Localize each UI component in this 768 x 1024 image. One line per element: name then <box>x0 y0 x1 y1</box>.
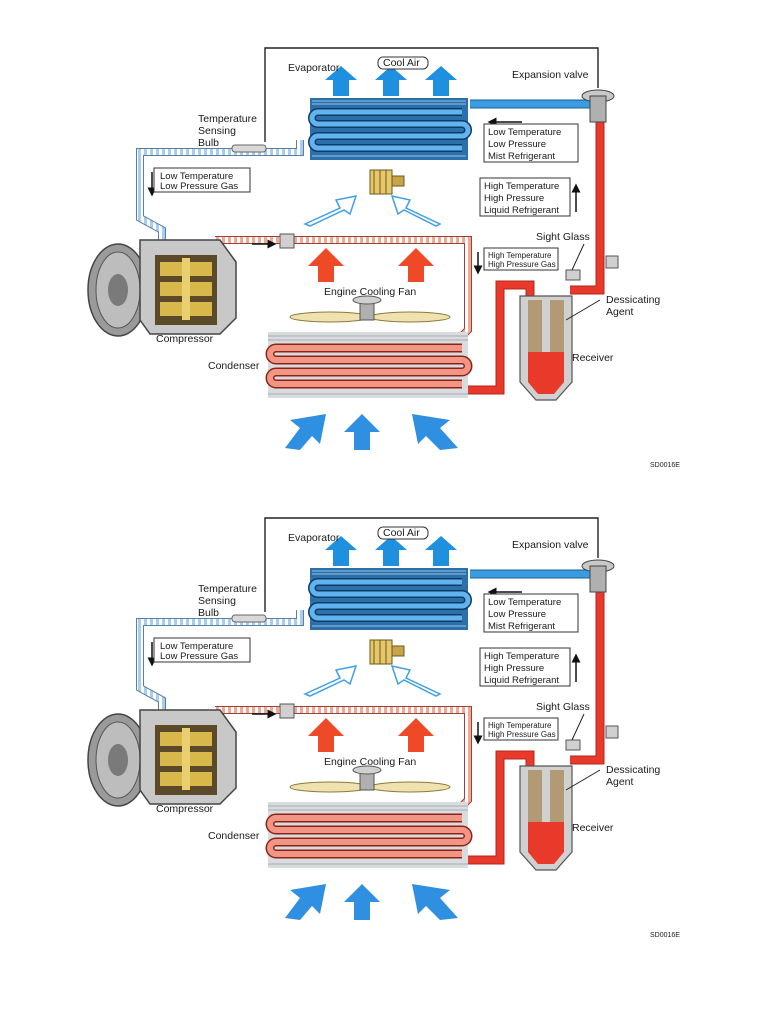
compressor-label: Compressor <box>156 333 214 345</box>
receiver <box>519 765 573 871</box>
dessicating-label-1: Dessicating <box>606 764 660 776</box>
engine-cooling-fan <box>289 295 451 323</box>
expansion-valve-label: Expansion valve <box>512 539 589 551</box>
dessicating-label-2: Agent <box>606 776 634 788</box>
warm-air-arrows <box>308 718 434 752</box>
compressor <box>87 709 237 807</box>
expansion-valve <box>581 89 615 123</box>
low-gas-label-2: Low Pressure Gas <box>160 181 238 192</box>
sight-glass-label: Sight Glass <box>536 231 590 243</box>
temperature-bulb-label-1: Temperature <box>198 583 257 595</box>
engine-fan-label: Engine Cooling Fan <box>324 756 416 768</box>
low-gas-label-2: Low Pressure Gas <box>160 651 238 662</box>
intake-air-arrows <box>285 414 458 450</box>
figure-id: SD0016E <box>650 462 680 469</box>
evaporator-label: Evaporator <box>288 532 340 544</box>
ac-cycle-svg: Evaporator Cool Air Expansion valve Temp… <box>87 517 680 939</box>
receiver <box>519 295 573 401</box>
warm-air-arrows <box>308 248 434 282</box>
blower-motor <box>369 639 405 665</box>
low-gas-label-1: Low Temperature <box>160 641 233 652</box>
dessicating-label-1: Dessicating <box>606 294 660 306</box>
evaporator-label: Evaporator <box>288 62 340 74</box>
dessicating-label-2: Agent <box>606 306 634 318</box>
return-air-arrows <box>303 664 442 697</box>
temperature-bulb-label-3: Bulb <box>198 137 219 149</box>
hp-gas-label-2: High Pressure Gas <box>488 260 556 269</box>
liquid-label-3: Liquid Refrigerant <box>484 205 559 216</box>
condenser <box>265 332 473 398</box>
cool-air-label: Cool Air <box>383 527 420 539</box>
return-air-arrows <box>303 194 442 227</box>
temperature-bulb-label-1: Temperature <box>198 113 257 125</box>
compressor-label: Compressor <box>156 803 214 815</box>
mist-label-3: Mist Refrigerant <box>488 151 555 162</box>
expansion-valve <box>581 559 615 593</box>
liquid-label-3: Liquid Refrigerant <box>484 675 559 686</box>
hp-gas-label-1: High Temperature <box>488 721 552 730</box>
mist-label-3: Mist Refrigerant <box>488 621 555 632</box>
temperature-bulb-label-2: Sensing <box>198 595 236 607</box>
receiver-label: Receiver <box>572 822 614 834</box>
flow-arrows <box>147 587 581 745</box>
evaporator <box>308 98 472 160</box>
liquid-label-2: High Pressure <box>484 193 544 204</box>
evaporator <box>308 568 472 630</box>
sight-glass <box>279 233 619 281</box>
ac-cycle-diagram-bottom: Evaporator Cool Air Expansion valve Temp… <box>0 470 768 940</box>
cool-air-arrows <box>325 536 457 566</box>
condenser <box>265 802 473 868</box>
low-gas-label-1: Low Temperature <box>160 171 233 182</box>
mist-label-1: Low Temperature <box>488 127 561 138</box>
condenser-label: Condenser <box>208 830 260 842</box>
temperature-sensing-bulb <box>231 144 267 153</box>
temperature-bulb-label-2: Sensing <box>198 125 236 137</box>
condenser-label: Condenser <box>208 360 260 372</box>
liquid-label-1: High Temperature <box>484 651 559 662</box>
capillary-tube <box>264 517 599 612</box>
hp-gas-label-1: High Temperature <box>488 251 552 260</box>
blower-motor <box>369 169 405 195</box>
mist-label-1: Low Temperature <box>488 597 561 608</box>
flow-arrows <box>147 117 581 275</box>
capillary-tube <box>264 47 599 142</box>
mist-label-2: Low Pressure <box>488 609 546 620</box>
temperature-sensing-bulb <box>231 614 267 623</box>
hp-gas-label-2: High Pressure Gas <box>488 730 556 739</box>
temperature-bulb-label-3: Bulb <box>198 607 219 619</box>
ac-cycle-svg: Evaporator Cool Air Expansion valve Temp… <box>87 47 680 469</box>
liquid-label-2: High Pressure <box>484 663 544 674</box>
sight-glass <box>279 703 619 751</box>
compressor <box>87 239 237 337</box>
expansion-valve-label: Expansion valve <box>512 69 589 81</box>
intake-air-arrows <box>285 884 458 920</box>
cool-air-label: Cool Air <box>383 57 420 69</box>
cool-air-arrows <box>325 66 457 96</box>
mist-label-2: Low Pressure <box>488 139 546 150</box>
liquid-label-1: High Temperature <box>484 181 559 192</box>
ac-cycle-diagram-top: Evaporator Cool Air Expansion valve Temp… <box>0 0 768 470</box>
engine-cooling-fan <box>289 765 451 793</box>
figure-id: SD0016E <box>650 932 680 939</box>
sight-glass-label: Sight Glass <box>536 701 590 713</box>
engine-fan-label: Engine Cooling Fan <box>324 286 416 298</box>
receiver-label: Receiver <box>572 352 614 364</box>
